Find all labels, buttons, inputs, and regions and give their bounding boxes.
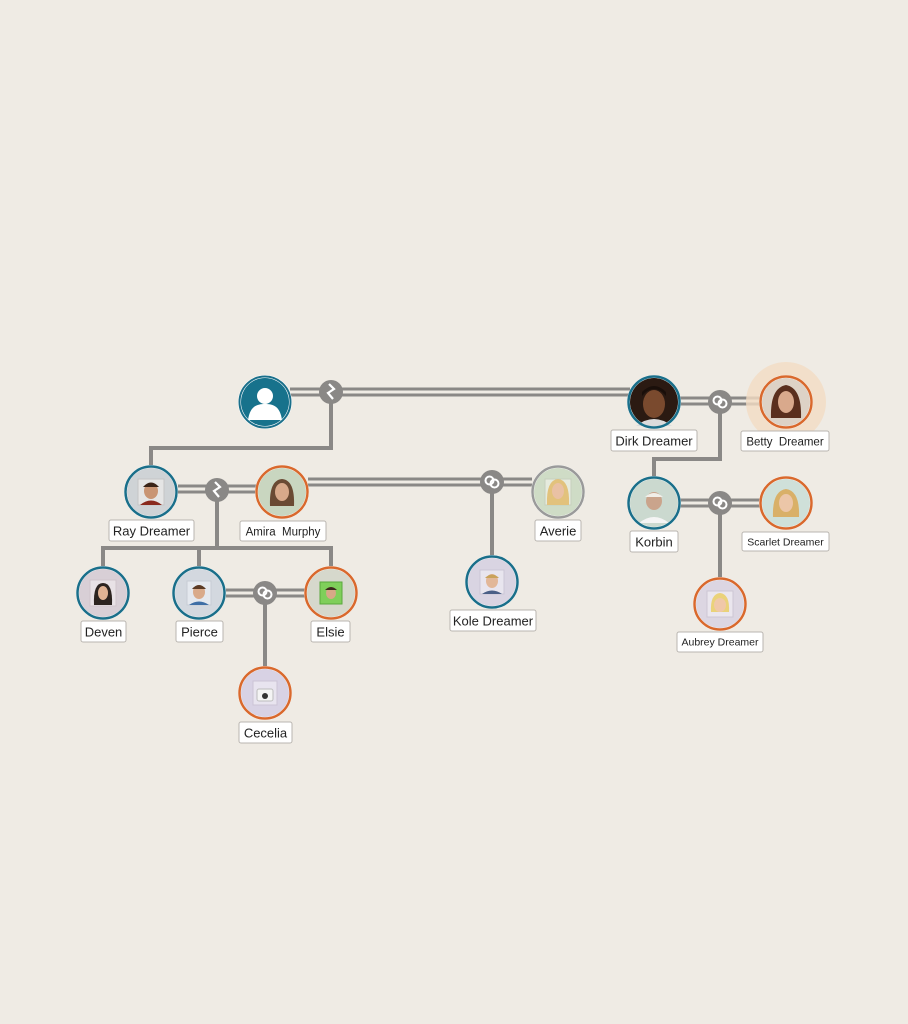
sim-avatar-korbin[interactable] bbox=[627, 476, 681, 530]
name-tag-scarlet[interactable]: Scarlet Dreamer bbox=[741, 531, 830, 552]
divorce-connector[interactable] bbox=[205, 478, 229, 502]
sim-avatar-ray[interactable] bbox=[124, 465, 178, 519]
sim-avatar-amira[interactable] bbox=[255, 465, 309, 519]
name-label: Elsie bbox=[316, 625, 344, 640]
name-tag-cecelia[interactable]: Cecelia bbox=[238, 721, 293, 744]
rings-icon bbox=[257, 586, 273, 600]
sim-avatar-dirk[interactable] bbox=[627, 375, 681, 429]
name-label: Amira Murphy bbox=[246, 527, 321, 539]
broken-link-icon bbox=[326, 383, 336, 400]
sim-avatar-cecelia[interactable] bbox=[238, 666, 292, 720]
name-tag-elsie[interactable]: Elsie bbox=[310, 620, 351, 643]
marriage-connector[interactable] bbox=[708, 491, 732, 515]
name-label: Aubrey Dreamer bbox=[681, 637, 759, 649]
divorce-connector[interactable] bbox=[319, 380, 343, 404]
name-label: Averie bbox=[540, 524, 577, 539]
sim-avatar-unknown[interactable] bbox=[238, 375, 292, 429]
name-label: Dirk Dreamer bbox=[615, 434, 693, 449]
name-label: Kole Dreamer bbox=[453, 614, 534, 629]
name-label: Scarlet Dreamer bbox=[747, 537, 824, 549]
sim-avatar-pierce[interactable] bbox=[172, 566, 226, 620]
name-tag-ray[interactable]: Ray Dreamer bbox=[108, 519, 195, 542]
name-tag-korbin[interactable]: Korbin bbox=[629, 530, 679, 553]
name-label: Deven bbox=[85, 625, 123, 640]
name-label: Ray Dreamer bbox=[113, 524, 191, 539]
name-tag-amira[interactable]: Amira Murphy bbox=[239, 520, 327, 542]
rings-icon bbox=[712, 496, 728, 510]
name-tag-betty[interactable]: Betty Dreamer bbox=[740, 430, 830, 452]
name-tag-deven[interactable]: Deven bbox=[80, 620, 127, 643]
name-label: Pierce bbox=[181, 625, 218, 640]
name-tag-aubrey[interactable]: Aubrey Dreamer bbox=[676, 631, 764, 653]
person-silhouette-icon bbox=[248, 388, 282, 420]
name-tag-pierce[interactable]: Pierce bbox=[175, 620, 224, 643]
sim-avatar-aubrey[interactable] bbox=[693, 577, 747, 631]
rings-icon bbox=[484, 475, 500, 489]
name-tag-dirk[interactable]: Dirk Dreamer bbox=[610, 429, 698, 452]
sim-avatar-scarlet[interactable] bbox=[759, 476, 813, 530]
name-label: Betty Dreamer bbox=[746, 437, 823, 449]
sim-avatar-elsie[interactable] bbox=[304, 566, 358, 620]
name-label: Cecelia bbox=[244, 726, 288, 741]
name-tag-kole[interactable]: Kole Dreamer bbox=[449, 609, 537, 632]
marriage-connector[interactable] bbox=[708, 390, 732, 414]
broken-link-icon bbox=[212, 481, 222, 498]
sim-avatar-betty[interactable] bbox=[759, 375, 813, 429]
sim-avatar-deven[interactable] bbox=[76, 566, 130, 620]
name-label: Korbin bbox=[635, 535, 673, 550]
rings-icon bbox=[712, 395, 728, 409]
sim-avatar-kole[interactable] bbox=[465, 555, 519, 609]
marriage-connector[interactable] bbox=[480, 470, 504, 494]
sim-avatar-averie[interactable] bbox=[531, 465, 585, 519]
marriage-connector[interactable] bbox=[253, 581, 277, 605]
name-tag-averie[interactable]: Averie bbox=[534, 519, 582, 542]
